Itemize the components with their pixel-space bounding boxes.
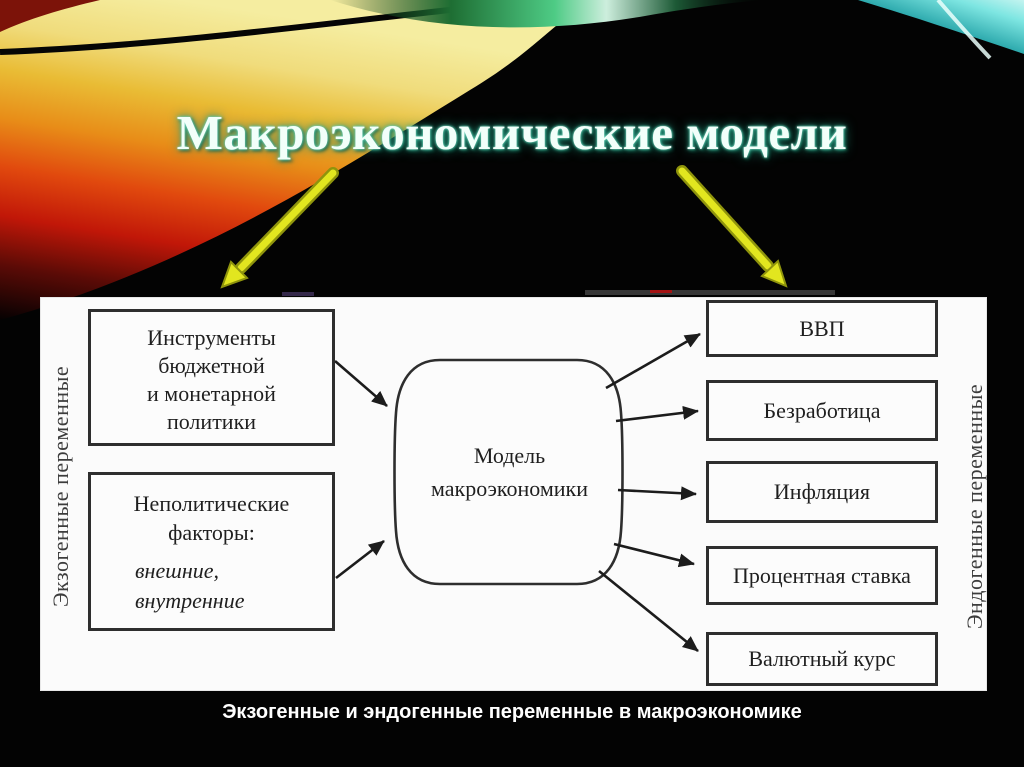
output-box-exchange-rate: Валютный курс [706,632,938,686]
output-box-inflation: Инфляция [706,461,938,523]
yellow-arrow-left-icon [220,167,339,289]
arrow-model-to-inflation [617,486,697,501]
photo-edge-purple-artifact [282,292,314,296]
diagram-panel: Экзогенные переменные Инструменты бюджет… [40,297,987,691]
photo-edge-red-artifact [650,290,672,293]
input-box-policy-tools: Инструменты бюджетной и монетарной полит… [88,309,335,446]
endogenous-axis-label: Эндогенные переменные [962,383,987,629]
box-line: бюджетной [158,353,265,378]
box-line: и монетарной [147,381,276,406]
input-box-nonpolicy-factors: Неполитические факторы: внешние, внутрен… [88,472,335,631]
slide-title: Макроэкономические модели [176,105,848,160]
box-line-italic: внутренние [135,588,245,613]
warm-swoosh [0,0,600,320]
arrow-policy-to-model [334,360,388,407]
center-node-line: Модель [473,443,546,468]
slide-caption: Экзогенные и эндогенные переменные в мак… [222,701,802,723]
arrow-model-to-unemployment [615,405,699,423]
photo-edge-gray-artifact [585,290,835,295]
output-box-unemployment: Безработица [706,380,938,441]
cyan-corner [858,0,1024,54]
box-line: факторы: [168,520,255,545]
arrow-model-to-interest-rate [613,542,695,568]
arrow-factors-to-model [335,539,385,580]
green-ribbon [330,0,762,28]
box-line: Неполитические [133,491,290,516]
exogenous-axis-label: Экзогенные переменные [48,365,73,607]
box-line: Инструменты [147,325,276,350]
corner-dark-red-sliver [0,0,100,32]
box-line: политики [166,409,257,434]
center-node-line: макроэкономики [430,476,589,501]
center-node-label: Модель макроэкономики [396,360,623,584]
output-box-gdp: ВВП [706,300,938,357]
box-line-italic: внешние, [135,558,220,583]
cyan-streak [936,0,992,60]
yellow-arrow-right-icon [676,165,788,288]
output-box-interest-rate: Процентная ставка [706,546,938,605]
spacer [91,547,332,556]
